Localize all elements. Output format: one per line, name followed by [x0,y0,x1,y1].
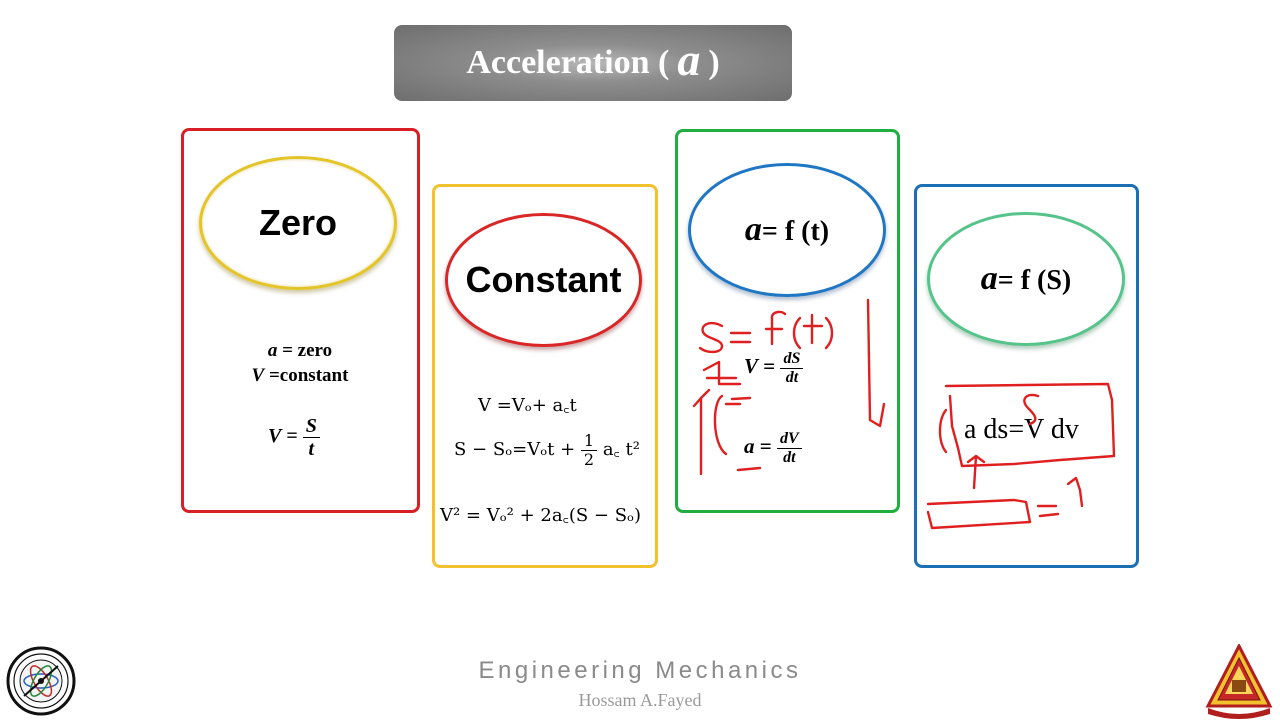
zero-line-acceleration: a = zero [200,338,400,363]
constant-eq-velocity-squared: V² = Vₒ² + 2a꜀(S − Sₒ) [440,505,641,526]
eq2-denominator: 2 [583,449,595,469]
course-title: Engineering Mechanics [478,657,802,684]
position-equation: a ds=V dv [964,414,1079,445]
constant-label: Constant [465,259,622,300]
faculty-logo-icon [6,646,76,716]
eq2-numerator: 1 [580,432,598,451]
time-label: a= f (t) [745,211,829,249]
time-v-denominator: dt [785,368,799,386]
zero-formula-eq: = [281,425,303,448]
position-label-text: = f (S) [997,265,1072,296]
oval-function-of-position: a= f (S) [927,212,1125,346]
zero-line2-symbol: V [251,365,265,386]
eq2-right: a꜀ t² [597,439,640,461]
time-label-text: = f (t) [761,216,830,247]
time-a-lhs: a [744,433,755,458]
zero-formula-denominator: t [308,438,315,460]
title-prefix: Acceleration ( [466,44,670,81]
time-a-numerator: dV [776,430,802,449]
author-name: Hossam A.Fayed [578,690,702,710]
eq2-left: S − Sₒ=Vₒt + [454,439,581,461]
zero-label: Zero [258,202,337,243]
time-v-eq: = [758,353,781,378]
oval-function-of-time: a= f (t) [688,163,886,297]
zero-line1-text: = zero [277,340,333,361]
title-symbol: a [677,33,701,85]
oval-constant: Constant [445,213,642,347]
zero-line-velocity: V =constant [200,363,400,388]
position-label-symbol: a [980,260,998,297]
university-crest-icon [1205,644,1273,719]
zero-line1-symbol: a [267,340,278,361]
constant-eq-velocity: V =Vₒ+ a꜀t [478,395,577,416]
time-v-numerator: dS [780,350,804,369]
time-a-eq: = [754,433,777,458]
position-label: a= f (S) [981,260,1072,298]
time-v-lhs: V [744,353,759,378]
title-suffix: ) [708,44,720,81]
time-label-symbol: a [744,211,762,248]
zero-line2-text: =constant [264,365,349,386]
slide-title: Acceleration ( a ) [394,25,792,101]
zero-formula-numerator: S [302,415,320,438]
time-a-denominator: dt [783,448,796,466]
oval-zero: Zero [199,156,397,290]
zero-conditions: a = zero V =constant [200,338,400,388]
zero-formula-lhs: V [268,425,282,448]
